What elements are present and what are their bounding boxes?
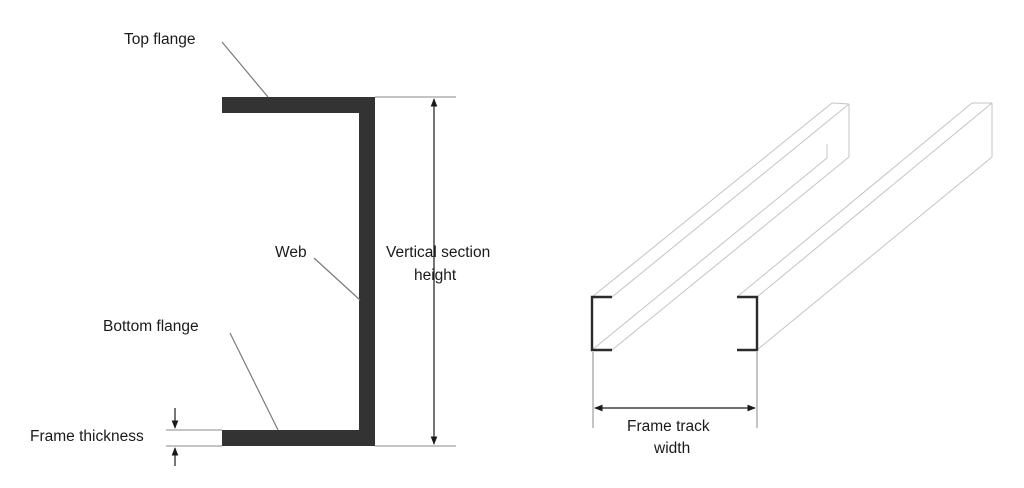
bottom-flange-shape <box>222 430 375 446</box>
web-label: Web <box>275 244 307 261</box>
vertical-section-height-label-line2: height <box>414 267 457 284</box>
web-shape <box>359 97 375 446</box>
vertical-section-height-label-line1: Vertical section <box>386 244 490 261</box>
frame-thickness-label: Frame thickness <box>30 428 144 445</box>
frame-track-width-label-line2: width <box>653 440 690 457</box>
left-track-end-profile <box>590 295 612 352</box>
top-flange-label: Top flange <box>124 31 196 48</box>
c-section-profile <box>222 97 375 446</box>
top-flange-leader <box>221 41 269 98</box>
web-leader <box>313 257 361 301</box>
right-track-end-profile <box>737 295 759 352</box>
bottom-flange-label: Bottom flange <box>103 318 199 335</box>
right-track-rail <box>736 102 993 351</box>
left-track-rail <box>591 102 850 351</box>
top-flange-shape <box>222 97 375 113</box>
bottom-flange-leader <box>229 332 279 431</box>
frame-track-width-label-line1: Frame track <box>627 418 710 435</box>
